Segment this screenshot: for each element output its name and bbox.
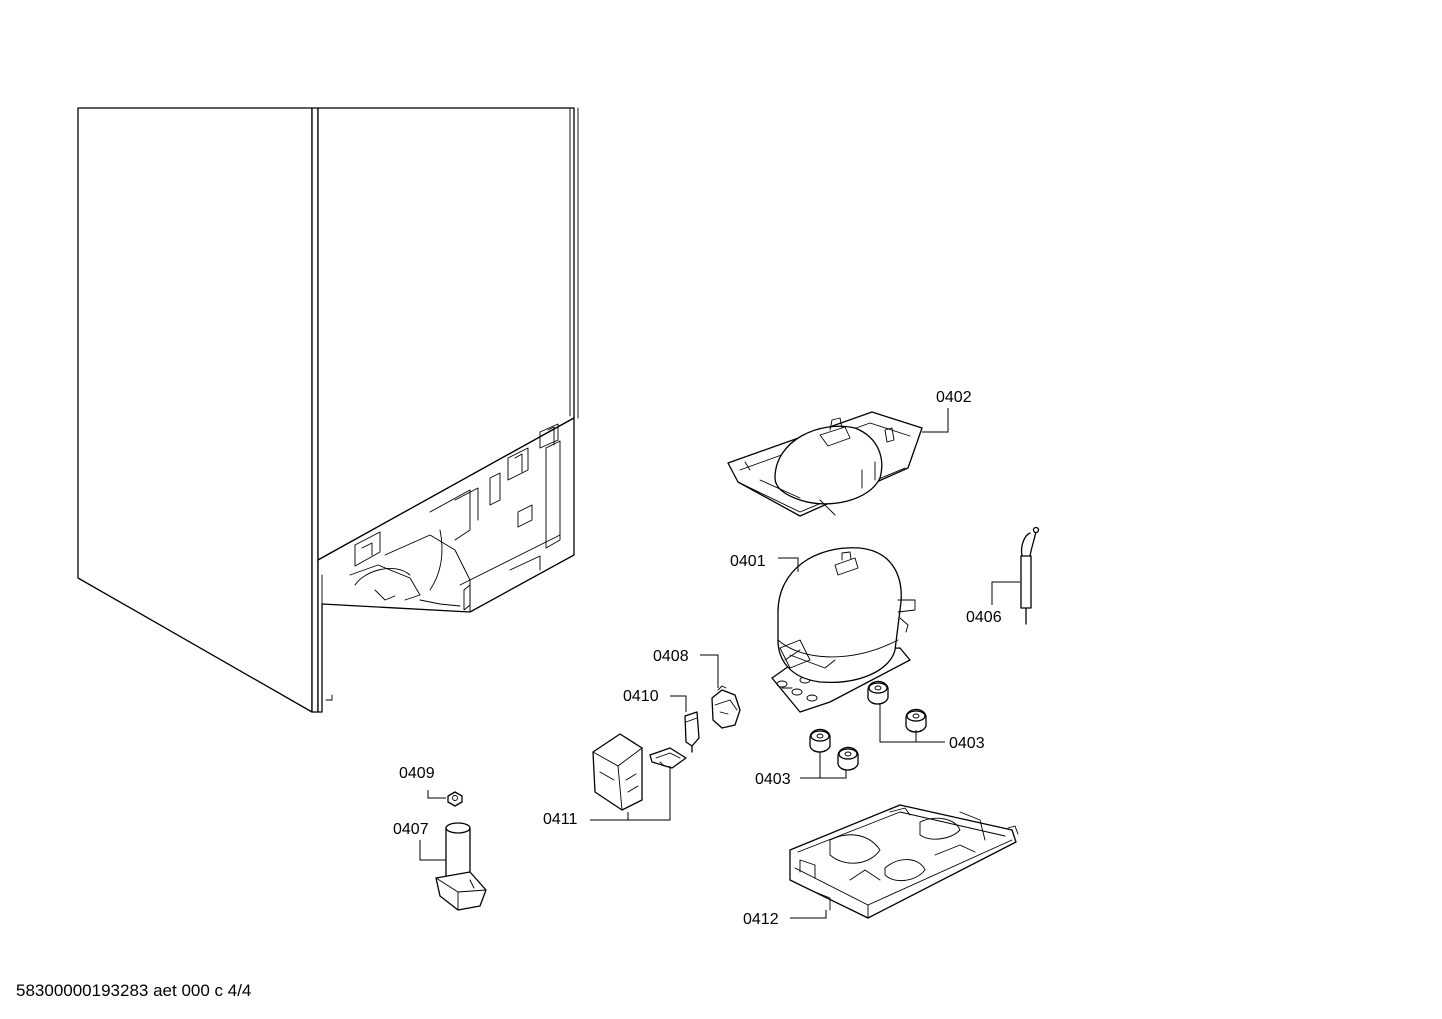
callout-0403-right: 0403 xyxy=(949,735,985,752)
part-0401-compressor xyxy=(771,547,916,713)
part-0411-clip xyxy=(649,747,687,769)
part-0412-base-plate xyxy=(789,804,1019,919)
leader-0406 xyxy=(991,581,1020,605)
part-0403-grommet-c xyxy=(809,728,831,753)
leader-0403-b2 xyxy=(820,770,847,779)
leader-0408 xyxy=(700,654,719,688)
part-0402-drip-tray xyxy=(727,411,923,517)
part-0403-grommet-a xyxy=(867,680,889,705)
leader-0402 xyxy=(922,408,949,433)
part-0410-plug xyxy=(684,711,700,753)
refrigerator-cabinet xyxy=(77,107,579,713)
leader-0403-b xyxy=(800,752,821,779)
leader-0409 xyxy=(427,790,446,799)
callout-0410: 0410 xyxy=(623,688,659,705)
leader-0407 xyxy=(419,840,446,861)
callout-0407: 0407 xyxy=(393,821,429,838)
callout-0406: 0406 xyxy=(966,609,1002,626)
callout-0403-left: 0403 xyxy=(755,771,791,788)
document-id-footer: 58300000193283 aet 000 c 4/4 xyxy=(16,981,252,1000)
leader-0403-a xyxy=(879,704,945,743)
callout-0412: 0412 xyxy=(743,911,779,928)
part-0408-relay xyxy=(711,685,741,729)
part-0406-sensor xyxy=(1020,526,1040,625)
callout-0411: 0411 xyxy=(543,811,578,828)
callout-0402: 0402 xyxy=(936,389,972,406)
part-0407-capacitor xyxy=(435,822,487,911)
callout-0401: 0401 xyxy=(730,553,766,570)
part-0403-grommet-b xyxy=(905,708,927,733)
leader-0411 xyxy=(590,766,671,821)
leader-0410 xyxy=(670,695,687,712)
part-0409-nut xyxy=(447,791,463,807)
part-0411-cover xyxy=(592,733,643,811)
callout-0409: 0409 xyxy=(399,765,435,782)
callout-0408: 0408 xyxy=(653,648,689,665)
leader-0401 xyxy=(778,557,799,572)
leader-0412 xyxy=(790,910,827,919)
part-0403-grommet-d xyxy=(837,746,859,771)
